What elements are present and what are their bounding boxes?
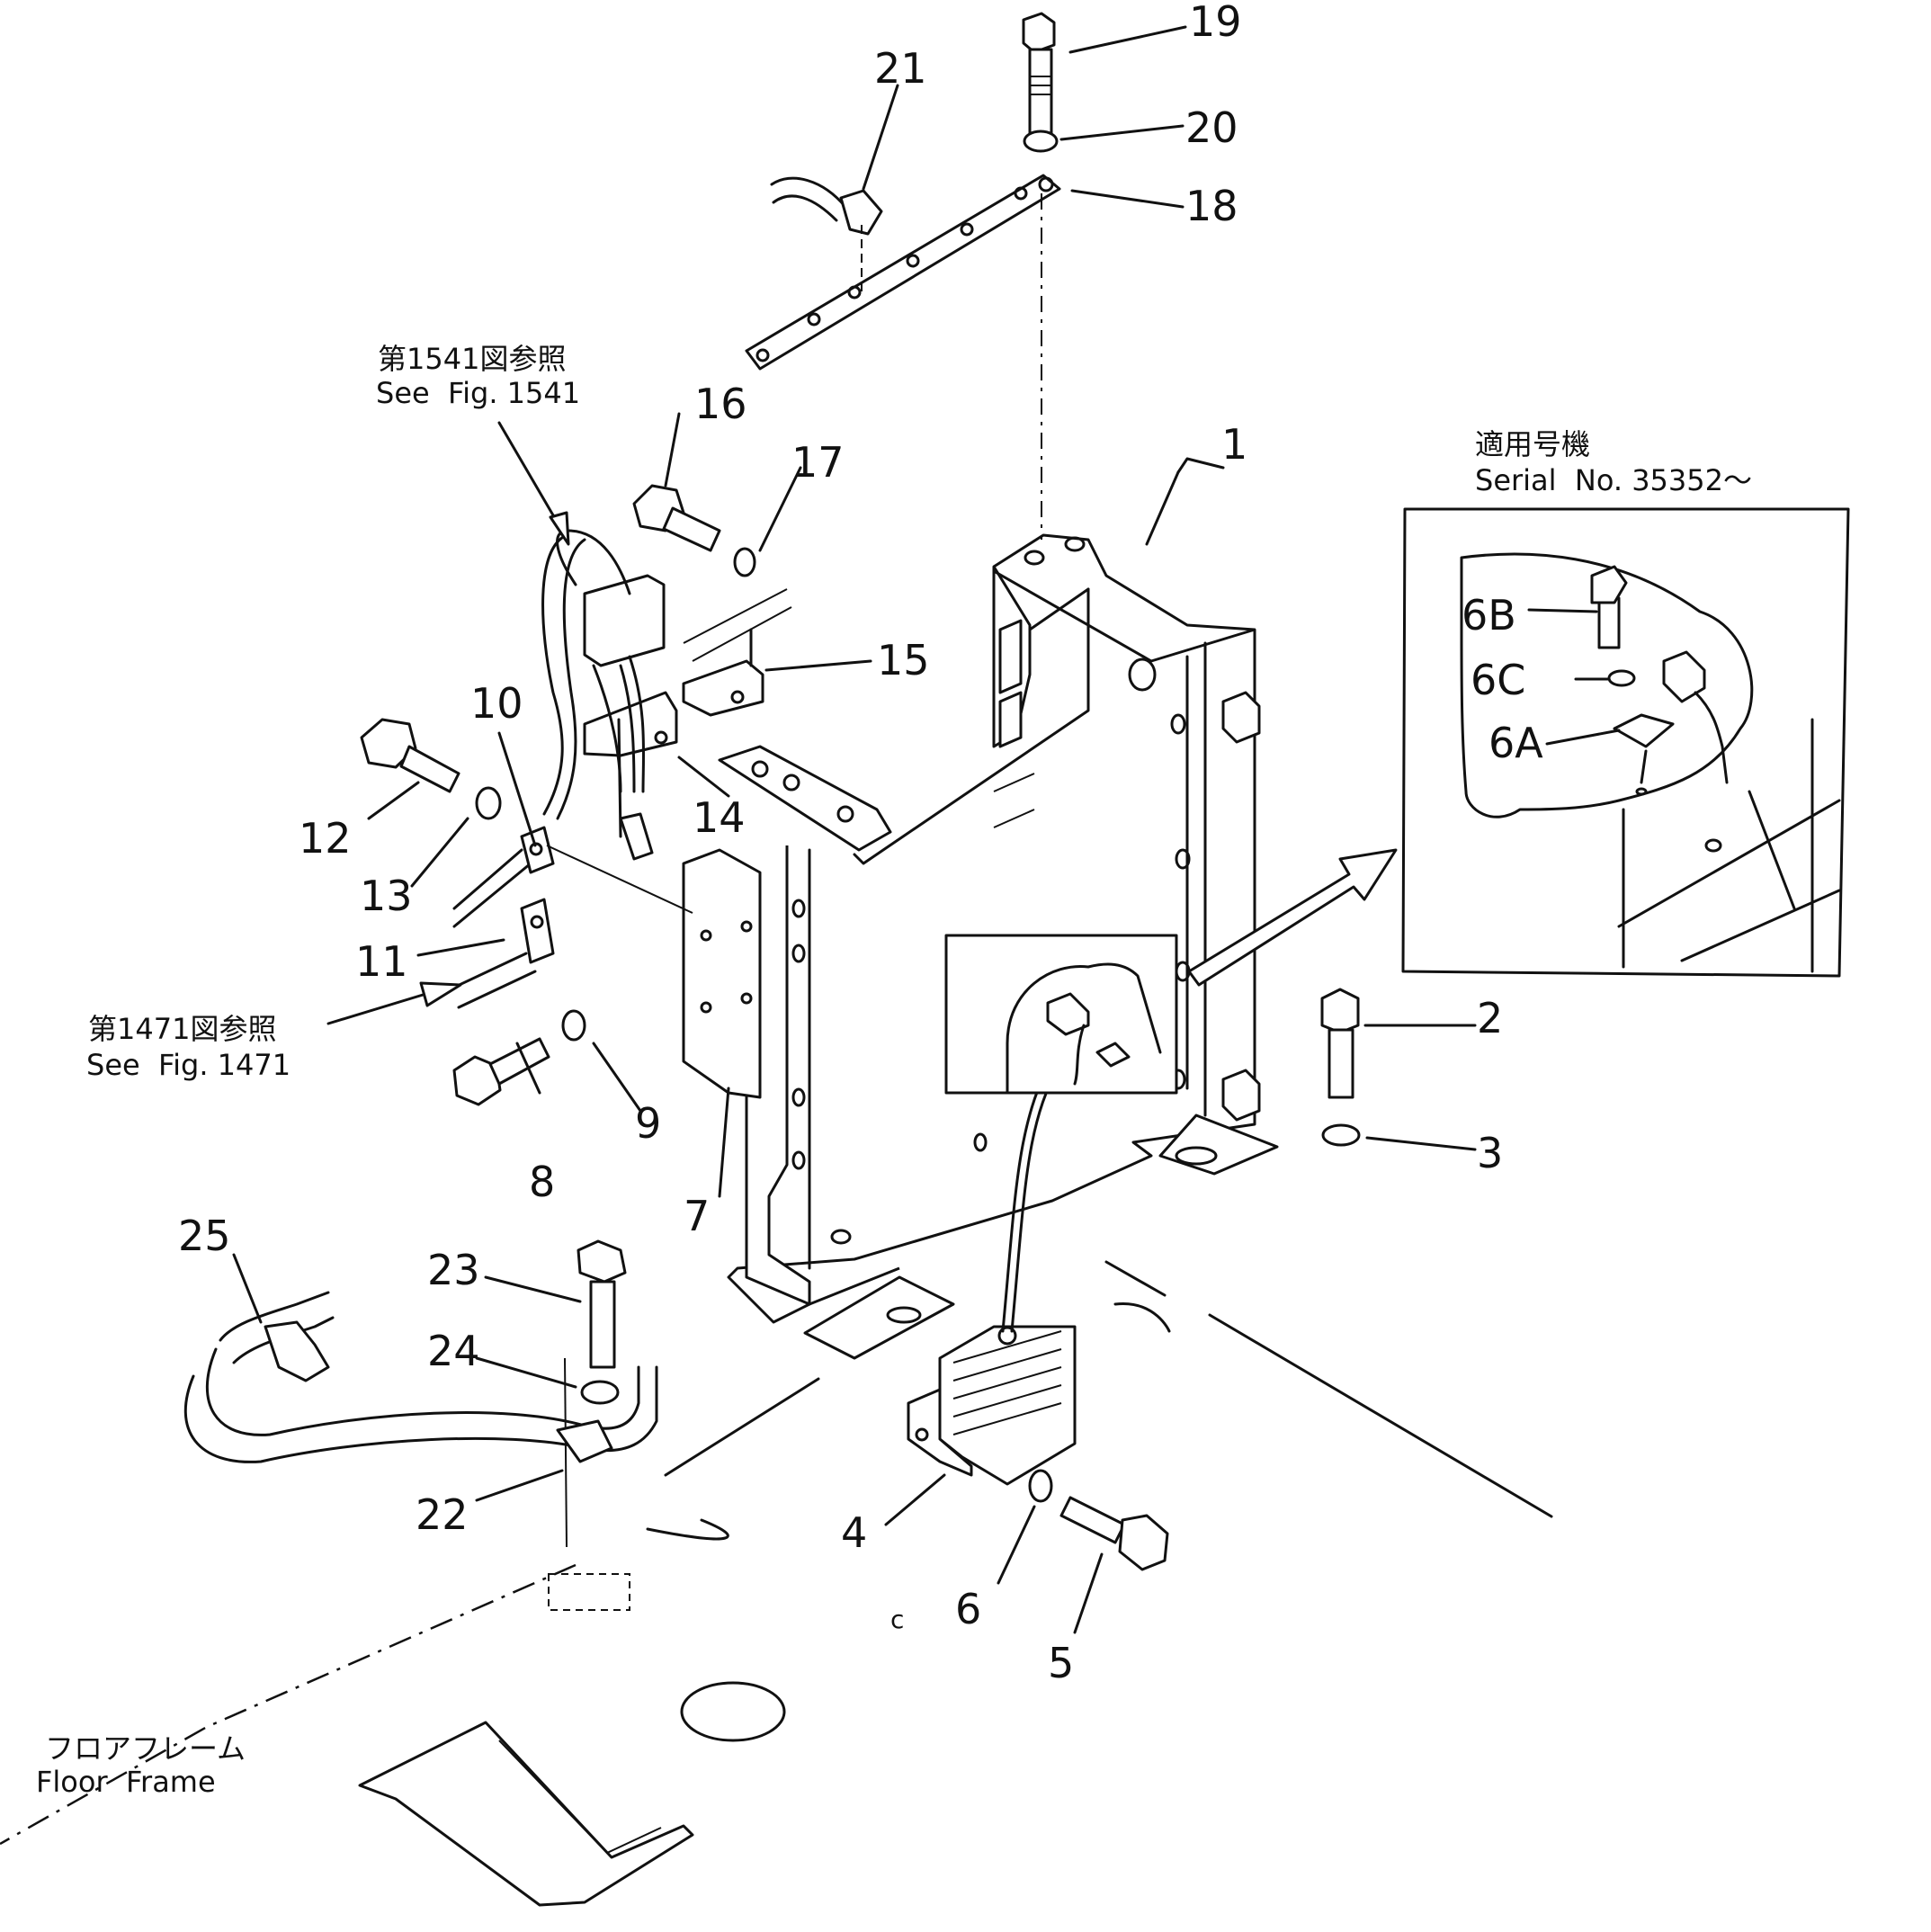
note-fig1471-en: See Fig. 1471 <box>86 1048 291 1082</box>
main-bracket <box>718 533 1279 1324</box>
bolt-19 <box>1022 12 1056 137</box>
svg-text:c: c <box>890 1605 904 1634</box>
clip-21 <box>770 176 883 297</box>
callout-7: 7 <box>684 1192 710 1240</box>
washer-9 <box>561 1009 586 1042</box>
callout-25: 25 <box>178 1212 231 1260</box>
bolt-12 <box>360 718 460 793</box>
plate-7 <box>682 848 762 1099</box>
reference-notes: 第1541図参照 See Fig. 1541 第1471図参照 See Fig.… <box>36 342 1752 1799</box>
floor-frame: c <box>0 1260 1553 1907</box>
callout-16: 16 <box>694 380 747 428</box>
washer-17 <box>733 547 756 577</box>
arrow-to-serial-inset <box>1187 848 1398 987</box>
bracket-15 <box>682 588 792 717</box>
callout-2: 2 <box>1477 994 1503 1042</box>
callout-12: 12 <box>299 814 352 863</box>
callout-19: 19 <box>1189 0 1242 46</box>
bolt-2 <box>1320 988 1360 1099</box>
callout-17: 17 <box>791 438 845 487</box>
callout-8: 8 <box>529 1158 555 1206</box>
note-serial-en: Serial No. 35352～ <box>1475 463 1752 497</box>
callout-20: 20 <box>1185 103 1238 152</box>
strap-18 <box>745 174 1061 540</box>
callout-21: 21 <box>874 44 927 93</box>
callout-6: 6 <box>955 1585 981 1633</box>
note-fig1471-jp: 第1471図参照 <box>88 1012 276 1046</box>
note-fig1541-jp: 第1541図参照 <box>378 342 566 376</box>
callout-6c: 6C <box>1471 656 1525 704</box>
callout-10: 10 <box>470 679 523 728</box>
bolt-8 <box>452 1037 550 1106</box>
leader-lines <box>232 25 1621 1634</box>
note-floor-jp: フロアフレーム <box>45 1731 246 1766</box>
bolt-23 <box>577 1239 627 1369</box>
connector-14 <box>583 574 678 861</box>
callout-13: 13 <box>360 872 413 920</box>
callout-5: 5 <box>1048 1639 1074 1687</box>
harness-10-11 <box>448 529 693 1009</box>
callout-6b: 6B <box>1462 591 1516 640</box>
callout-22: 22 <box>416 1490 469 1539</box>
callout-24: 24 <box>427 1327 480 1375</box>
callout-18: 18 <box>1185 182 1238 230</box>
callout-6a: 6A <box>1488 719 1543 767</box>
washer-20 <box>1023 130 1059 153</box>
harness-22-25 <box>183 1291 658 1463</box>
callout-15: 15 <box>877 636 930 684</box>
washer-3 <box>1321 1123 1361 1147</box>
callout-4: 4 <box>841 1508 867 1557</box>
note-serial-jp: 適用号機 <box>1475 427 1590 461</box>
washer-24 <box>580 1380 620 1405</box>
note-floor-en: Floor Frame <box>36 1765 216 1799</box>
callout-3: 3 <box>1477 1129 1503 1177</box>
washer-6 <box>1028 1469 1053 1503</box>
note-fig1541-en: See Fig. 1541 <box>376 376 580 410</box>
callout-9: 9 <box>635 1099 661 1148</box>
callout-11: 11 <box>355 937 408 986</box>
callout-1: 1 <box>1221 420 1247 469</box>
detail-inset-regulator <box>944 934 1178 1095</box>
bolt-5 <box>1059 1496 1169 1571</box>
callout-14: 14 <box>693 793 746 842</box>
bolt-16 <box>632 484 721 552</box>
regulator-4 <box>803 1042 1099 1486</box>
callout-labels: 19 20 18 21 1 16 17 15 10 14 12 13 11 8 … <box>178 0 1543 1687</box>
washer-13 <box>475 786 502 820</box>
callout-23: 23 <box>427 1246 480 1294</box>
detail-inset-serial <box>1401 507 1850 978</box>
